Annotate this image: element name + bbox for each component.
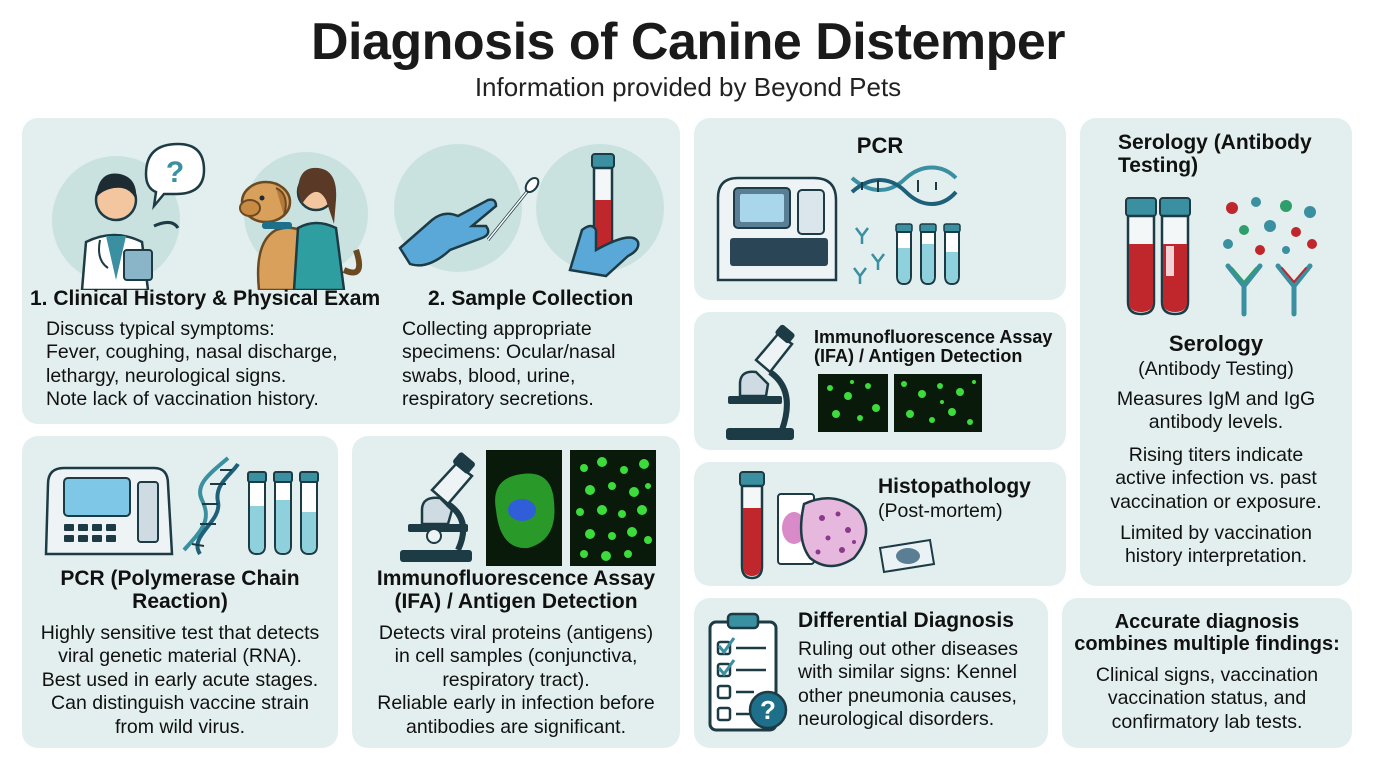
panel-histopathology: Histopathology (Post-mortem) — [694, 462, 1066, 586]
pcr-summary-title: PCR — [856, 133, 904, 158]
pcr-detail-title: PCR (Polymerase Chain Reaction) — [60, 567, 300, 613]
sample-collection-illustration — [394, 144, 664, 278]
serology-illustration — [1125, 197, 1317, 317]
panel-ifa-detail: Immunofluorescence Assay (IFA) / Antigen… — [352, 436, 680, 748]
question-icon: ? — [166, 156, 184, 189]
sample-collection-title: 2. Sample Collection — [428, 287, 634, 310]
pcr-detail-text: Highly sensitive test that detects viral… — [40, 622, 320, 738]
microscope-fluorescence-illustration — [400, 450, 656, 566]
ifa-detail-text: Detects viral proteins (antigens) in cel… — [377, 622, 655, 738]
serology-subtitle: Serology — [1168, 331, 1264, 356]
serology-text-c: Limited by vaccination history interpret… — [1120, 522, 1312, 568]
fluorescence-images — [818, 374, 982, 432]
doctor-dog-illustration: ? — [52, 142, 368, 290]
panel-summary: Accurate diagnosis combines multiple fin… — [1062, 598, 1352, 748]
ifa-summary-title: Immunofluorescence Assay (IFA) / Antigen… — [814, 327, 1053, 367]
serology-subtitle-2: (Antibody Testing) — [1138, 358, 1294, 380]
panel-serology: Serology (Antibody Testing) Serology (An… — [1080, 118, 1352, 586]
serology-header-title: Serology (Antibody Testing) — [1118, 131, 1312, 177]
serology-text-a: Measures IgM and IgG antibody levels. — [1116, 388, 1316, 434]
differential-title: Differential Diagnosis — [798, 609, 1014, 632]
summary-title: Accurate diagnosis combines multiple fin… — [1074, 611, 1340, 655]
panel-history-sample: ? 1. Clinical History & Physical Exam Di… — [22, 118, 680, 424]
clinical-history-title: 1. Clinical History & Physical Exam — [30, 287, 381, 310]
panel-ifa-summary: Immunofluorescence Assay (IFA) / Antigen… — [694, 312, 1066, 450]
clinical-history-text: Discuss typical symptoms: Fever, coughin… — [46, 318, 338, 411]
serology-text-b: Rising titers indicate active infection … — [1110, 444, 1322, 513]
page-title: Diagnosis of Canine Distemper — [310, 13, 1066, 71]
pcr-machine-illustration — [44, 456, 319, 556]
panel-pcr-detail: PCR (Polymerase Chain Reaction) Highly s… — [22, 436, 338, 748]
histopathology-subtitle: (Post-mortem) — [878, 500, 1003, 522]
question-badge-icon: ? — [760, 695, 776, 725]
pcr-instrument-icon — [716, 165, 961, 286]
sample-collection-text: Collecting appropriate specimens: Ocular… — [402, 318, 616, 411]
histopathology-illustration — [739, 471, 936, 580]
panel-differential-diagnosis: ? Differential Diagnosis Ruling out othe… — [694, 598, 1048, 748]
microscope-icon — [726, 324, 795, 440]
differential-text: Ruling out other diseases with similar s… — [798, 638, 1019, 731]
histopathology-title: Histopathology — [878, 475, 1031, 498]
summary-text: Clinical signs, vaccination vaccination … — [1095, 664, 1319, 733]
panel-pcr-summary: PCR — [694, 118, 1066, 300]
ifa-detail-title: Immunofluorescence Assay (IFA) / Antigen… — [376, 567, 656, 613]
page-subtitle: Information provided by Beyond Pets — [474, 72, 902, 102]
checklist-icon: ? — [708, 612, 788, 732]
